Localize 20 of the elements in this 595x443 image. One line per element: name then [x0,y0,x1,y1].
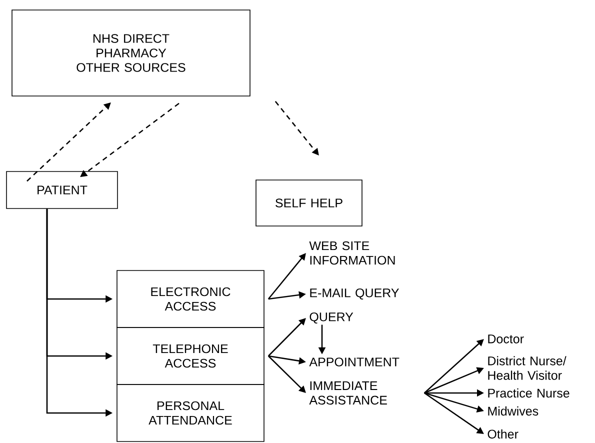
access-box: PERSONAL ATTENDANCE [116,384,264,442]
staff-text: Doctor [488,334,524,344]
arrow [268,253,306,300]
staff-text: Other [488,429,518,439]
option-text: E-MAIL QUERY [310,288,399,300]
source-box: NHS DIRECT PHARMACY OTHER SOURCES [12,10,250,96]
option-text: QUERY [310,312,354,324]
staff-text: Practice Nurse [488,388,570,398]
staff-text: District Nurse/ Health Visitor [488,356,566,380]
staff-text: Midwives [488,406,538,416]
option-text: IMMEDIATE ASSISTANCE [309,381,387,405]
self-help-box: SELF HELP [256,180,362,226]
arrow [268,318,306,356]
option-text: WEB SITE INFORMATION [309,241,395,265]
arrow [268,356,306,393]
access-box: ELECTRONIC ACCESS [116,270,264,328]
arrow [424,339,484,394]
option-text: APPOINTMENT [309,358,400,366]
patient-box: PATIENT [6,171,118,209]
access-box: TELEPHONE ACCESS [116,327,264,385]
